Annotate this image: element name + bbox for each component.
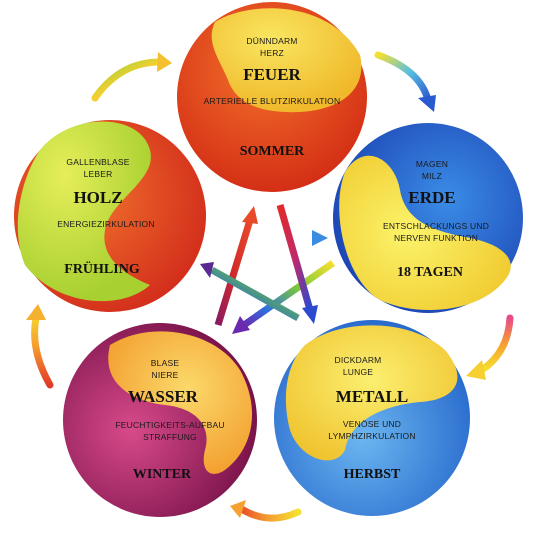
season-label: SOMMER	[240, 144, 305, 159]
cycle-arrowhead-feuer-erde	[418, 95, 436, 112]
function-label: STRAFFUNG	[143, 432, 197, 442]
element-circle-feuer: DÜNNDARM HERZ FEUER ARTERIELLE BLUTZIRKU…	[177, 2, 367, 192]
function-label: LYMPHZIRKULATION	[328, 431, 415, 441]
yin-yang-swirl	[285, 325, 458, 461]
yin-yang-swirl	[17, 121, 151, 302]
organ-label: MILZ	[422, 171, 442, 181]
organ-label: MAGEN	[416, 159, 448, 169]
function-label: VENÖSE UND	[343, 419, 401, 429]
outer-cycle-arrows	[26, 51, 514, 522]
function-label: ENERGIEZIRKULATION	[57, 219, 154, 229]
cycle-arrow-metall-wasser	[236, 504, 302, 522]
star-arrowhead-holz-erde	[312, 230, 328, 246]
cycle-arrow-feuer-erde	[374, 51, 432, 104]
cycle-arrowhead-metall-wasser	[230, 500, 246, 518]
organ-label: HERZ	[260, 48, 284, 58]
element-circle-erde: MAGEN MILZ ERDE ENTSCHLACKUNGS UND NERVE…	[333, 123, 523, 313]
function-label: ENTSCHLACKUNGS UND	[383, 221, 489, 231]
organ-label: GALLENBLASE	[66, 157, 129, 167]
element-circle-holz: GALLENBLASE LEBER HOLZ ENERGIEZIRKULATIO…	[14, 120, 206, 312]
function-label: ARTERIELLE BLUTZIRKULATION	[204, 96, 341, 106]
element-name: METALL	[336, 387, 408, 406]
yin-yang-swirl	[108, 331, 253, 474]
season-label: WINTER	[133, 467, 192, 482]
yin-yang-swirl	[339, 155, 511, 311]
cycle-arrow-holz-feuer	[91, 58, 164, 102]
cycle-arrowhead-holz-feuer	[157, 52, 172, 72]
star-arrow-metall-holz	[210, 266, 300, 322]
cycle-arrowhead-erde-metall	[466, 360, 486, 380]
element-name: HOLZ	[73, 188, 122, 207]
yin-yang-swirl	[211, 8, 362, 113]
function-label: FEUCHTIGKEITS-AUFBAU	[115, 420, 224, 430]
function-label: NERVEN FUNKTION	[394, 233, 478, 243]
organ-label: BLASE	[151, 358, 180, 368]
star-arrowhead-erde-wasser	[232, 316, 250, 334]
organ-label: DICKDARM	[335, 355, 382, 365]
inner-star-arrows	[200, 204, 336, 334]
organ-label: NIERE	[152, 370, 179, 380]
organ-label: LEBER	[84, 169, 113, 179]
season-label: FRÜHLING	[64, 260, 140, 277]
star-arrowhead-metall-holz	[200, 262, 214, 278]
star-arrow-erde-wasser	[241, 260, 336, 328]
cycle-arrow-erde-metall	[478, 314, 514, 374]
element-name: WASSER	[128, 387, 199, 406]
season-label: 18 TAGEN	[397, 265, 463, 280]
organ-label: LUNGE	[343, 367, 373, 377]
star-arrow-feuer-metall	[276, 204, 314, 311]
element-name: ERDE	[408, 188, 455, 207]
star-arrow-wasser-feuer	[214, 218, 254, 327]
element-name: FEUER	[243, 65, 301, 84]
element-circle-metall: DICKDARM LUNGE METALL VENÖSE UND LYMPHZI…	[274, 320, 470, 516]
season-label: HERBST	[344, 467, 401, 482]
star-arrowhead-feuer-metall	[302, 305, 318, 324]
star-arrowhead-wasser-feuer	[242, 206, 258, 224]
cycle-arrowhead-wasser-holz	[26, 304, 46, 320]
element-circle-wasser: BLASE NIERE WASSER FEUCHTIGKEITS-AUFBAU …	[63, 323, 257, 517]
organ-label: DÜNNDARM	[246, 36, 297, 46]
cycle-arrow-wasser-holz	[31, 314, 54, 389]
